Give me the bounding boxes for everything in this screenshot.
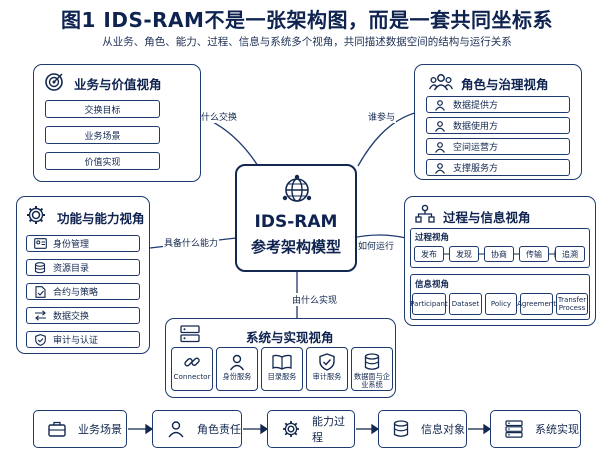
server-icon (505, 420, 523, 438)
system-item-label: 身份服务 (222, 372, 252, 381)
system-item: 数据面与企业系统 (351, 347, 393, 391)
system-item-label: 数据面与企业系统 (354, 372, 390, 389)
system-item: 身份服务 (216, 347, 258, 391)
center-title-line1: IDS-RAM (254, 212, 338, 232)
process-step: 追溯 (555, 246, 585, 262)
center-model-box: IDS-RAM 参考架构模型 (235, 164, 357, 272)
process-sub-box (410, 228, 590, 268)
flow-step: 能力过程 (267, 410, 355, 448)
roles-item: 数据使用方 (426, 117, 570, 134)
briefcase-icon (48, 421, 66, 437)
edge-label-system: 由什么实现 (291, 293, 339, 306)
process-step: 发布 (414, 246, 444, 262)
capability-item-label: 身份管理 (53, 240, 90, 250)
flow-arrows (128, 423, 492, 435)
gear-icon (27, 206, 45, 224)
page-subtitle: 从业务、角色、能力、过程、信息与系统多个视角，共同描述数据空间的结构与运行关系 (102, 36, 512, 48)
capability-item-label: 数据交换 (53, 312, 90, 322)
flow-step-label: 信息对象 (421, 423, 465, 436)
business-item: 业务场景 (45, 126, 160, 144)
shield-check-icon (319, 353, 335, 371)
roles-item: 空间运营方 (426, 138, 570, 155)
roles-item: 支撑服务方 (426, 159, 570, 176)
process-step: 传输 (519, 246, 549, 262)
edge-label-roles: 谁参与 (367, 110, 397, 123)
database-icon (364, 353, 380, 371)
info-object: Participant (410, 293, 448, 315)
business-item: 交换目标 (45, 100, 160, 118)
capability-item: 身份管理 (26, 235, 140, 252)
process-panel-title: 过程与信息视角 (443, 210, 531, 225)
flow-step: 角色责任 (152, 410, 242, 448)
database-icon (393, 420, 409, 438)
capability-item: 审计与认证 (26, 331, 140, 348)
roles-item-label: 空间运营方 (453, 143, 499, 153)
person-icon (433, 99, 447, 111)
roles-item-label: 数据提供方 (453, 101, 499, 111)
capability-item: 数据交换 (26, 307, 140, 324)
info-object: Agreement (517, 293, 556, 315)
center-title-line2: 参考架构模型 (250, 238, 341, 256)
edge-label-capability: 具备什么能力 (163, 236, 220, 249)
document-check-icon (33, 285, 47, 298)
roles-item-label: 支撑服务方 (453, 164, 499, 174)
edge-process (351, 234, 407, 239)
business-panel-title: 业务与价值视角 (74, 77, 162, 92)
process-step: 发现 (449, 246, 479, 262)
capability-item: 资源目录 (26, 259, 140, 276)
person-icon (167, 420, 185, 438)
flow-step: 业务场景 (33, 410, 127, 448)
person-icon (433, 162, 447, 174)
system-item-label: Connector (173, 372, 211, 381)
server-icon (180, 325, 200, 343)
flow-step-label: 系统实现 (535, 423, 579, 436)
info-sub-box (410, 274, 590, 320)
info-object: Dataset (449, 293, 482, 315)
capability-item: 合约与策略 (26, 283, 140, 300)
capability-item-label: 资源目录 (53, 264, 90, 274)
system-item-label: 目录服务 (267, 372, 297, 381)
flow-step: 系统实现 (490, 410, 581, 448)
gear-icon (282, 420, 300, 438)
capability-item-label: 审计与认证 (53, 336, 99, 346)
info-object: Transfer Process (556, 293, 588, 315)
system-item-label: 审计服务 (312, 372, 342, 381)
people-group-icon (429, 74, 453, 91)
database-icon (33, 261, 47, 274)
user-icon (228, 353, 246, 371)
id-card-icon (33, 238, 47, 250)
process-step: 协商 (484, 246, 514, 262)
person-icon (433, 141, 447, 153)
person-icon (433, 120, 447, 132)
flow-step: 信息对象 (378, 410, 467, 448)
target-icon (45, 73, 63, 91)
roles-item-label: 数据使用方 (453, 122, 499, 132)
flow-step-label: 业务场景 (78, 423, 122, 436)
system-item: Connector (171, 347, 213, 391)
capability-item-label: 合约与策略 (53, 288, 99, 298)
roles-item: 数据提供方 (426, 96, 570, 113)
system-item: 审计服务 (306, 347, 348, 391)
globe-network-icon (282, 174, 312, 202)
system-panel-title: 系统与实现视角 (246, 330, 334, 345)
exchange-arrows-icon (33, 310, 47, 322)
process-sub-label: 过程视角 (415, 233, 450, 243)
shield-check-icon (33, 333, 47, 346)
capability-panel-title: 功能与能力视角 (57, 211, 145, 226)
flow-step-label: 角色责任 (197, 423, 241, 436)
book-icon (272, 353, 292, 371)
hierarchy-icon (415, 204, 435, 223)
business-item: 价值实现 (45, 152, 160, 170)
flow-step-label: 能力过程 (312, 415, 345, 444)
edge-label-business: 为什么交换 (191, 110, 239, 123)
info-object: Policy (485, 293, 517, 315)
edge-label-process: 如何运行 (357, 239, 396, 252)
info-sub-label: 信息视角 (415, 280, 450, 290)
system-item: 目录服务 (261, 347, 303, 391)
link-icon (183, 353, 201, 371)
roles-panel-title: 角色与治理视角 (461, 77, 549, 92)
page-title: 图1 IDS-RAM不是一张架构图，而是一套共同坐标系 (61, 8, 553, 32)
